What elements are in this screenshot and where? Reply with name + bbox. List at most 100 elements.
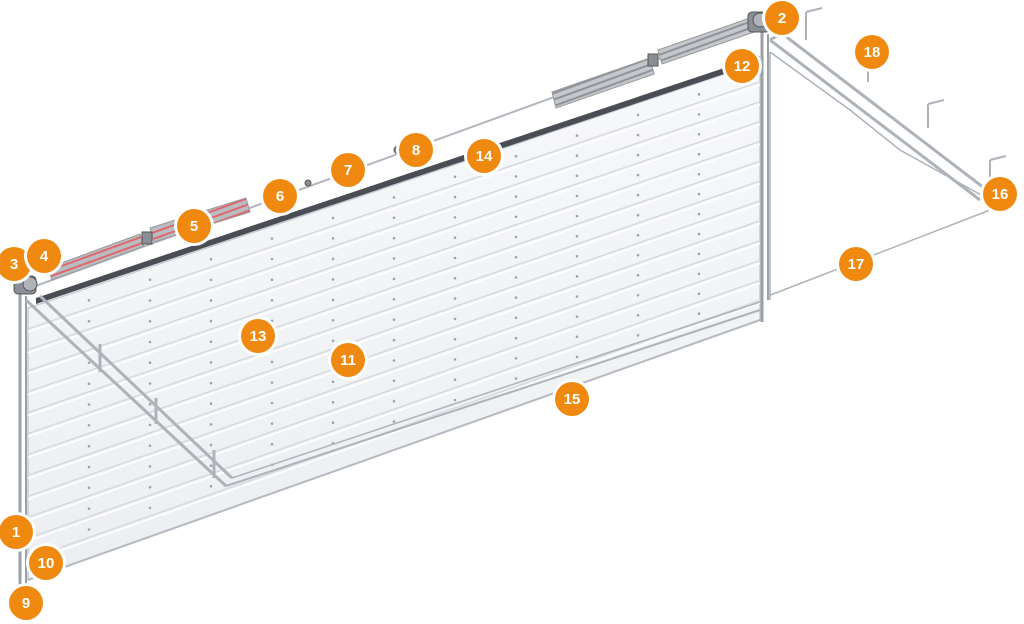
- rivet: [636, 273, 640, 277]
- bottom-seal: [27, 319, 761, 581]
- panel-rib: [27, 143, 761, 396]
- rivet: [209, 485, 213, 488]
- rivet: [636, 173, 640, 177]
- callout-7[interactable]: 7: [331, 153, 365, 187]
- rivet: [209, 319, 213, 323]
- rivet: [453, 297, 457, 300]
- callout-18[interactable]: 18: [855, 35, 889, 69]
- rivet: [575, 254, 579, 258]
- rivet: [514, 336, 518, 340]
- door-panel: [27, 60, 761, 582]
- callout-8[interactable]: 8: [399, 133, 433, 167]
- panel-rib: [27, 163, 761, 417]
- rivet: [331, 380, 335, 384]
- rivet: [209, 464, 213, 468]
- rivet: [331, 421, 335, 425]
- callout-11[interactable]: 11: [331, 343, 365, 377]
- rivet: [575, 174, 579, 178]
- rivet: [514, 175, 518, 178]
- callout-9[interactable]: 9: [9, 586, 43, 620]
- rivet: [697, 212, 701, 216]
- rivet: [87, 403, 91, 406]
- rivet: [87, 486, 91, 490]
- rivet: [575, 134, 579, 137]
- rivet: [392, 257, 396, 260]
- rivet: [575, 214, 579, 218]
- rivet: [87, 319, 91, 323]
- rivet: [392, 338, 396, 342]
- rivet: [453, 398, 457, 402]
- rivet: [575, 234, 579, 238]
- callout-17[interactable]: 17: [839, 247, 873, 281]
- rivet: [514, 255, 518, 259]
- callout-1[interactable]: 1: [0, 515, 33, 549]
- panel-rib: [27, 242, 761, 501]
- rivet: [148, 278, 152, 282]
- rivet: [270, 257, 274, 261]
- rivet: [209, 361, 213, 364]
- rivet: [392, 236, 396, 240]
- rivet: [270, 381, 274, 384]
- callout-2[interactable]: 2: [765, 1, 799, 35]
- rivet: [636, 133, 640, 137]
- rivet: [148, 485, 152, 489]
- rivet: [392, 318, 396, 322]
- panel-rib: [27, 282, 761, 542]
- rivet: [636, 314, 640, 317]
- rivet: [636, 334, 640, 337]
- rivet: [209, 299, 213, 302]
- rivet: [331, 216, 335, 220]
- callout-12[interactable]: 12: [725, 49, 759, 83]
- rivet: [636, 193, 640, 197]
- rivet: [331, 400, 335, 404]
- rivet: [453, 216, 457, 219]
- rivet: [575, 355, 579, 359]
- rivet: [697, 192, 701, 196]
- rivet: [270, 360, 274, 364]
- rivet: [453, 195, 457, 199]
- rivet: [392, 420, 396, 423]
- panel-rib: [27, 140, 761, 393]
- rivet: [148, 402, 152, 406]
- rivet: [209, 257, 213, 261]
- callout-10[interactable]: 10: [29, 546, 63, 580]
- callout-13[interactable]: 13: [241, 319, 275, 353]
- rivet: [87, 361, 91, 365]
- rivet: [87, 528, 91, 531]
- panel-rib: [27, 103, 761, 354]
- panel-rib: [27, 302, 761, 563]
- callout-14[interactable]: 14: [467, 139, 501, 173]
- callout-6[interactable]: 6: [263, 179, 297, 213]
- panel-rib: [27, 200, 761, 456]
- rivet: [87, 507, 91, 511]
- rivet: [209, 340, 213, 344]
- rivet: [331, 257, 335, 261]
- rivet: [270, 401, 274, 405]
- rivet: [87, 382, 91, 386]
- rivet: [697, 312, 701, 316]
- rivet: [331, 278, 335, 281]
- panel-rib: [27, 84, 761, 333]
- rivet: [87, 424, 91, 427]
- callout-4[interactable]: 4: [27, 239, 61, 273]
- rivet: [87, 465, 91, 469]
- rivet: [453, 317, 457, 321]
- rivet: [331, 319, 335, 322]
- rivet: [697, 93, 701, 96]
- rivet: [209, 423, 213, 426]
- rivet: [453, 358, 457, 361]
- callout-5[interactable]: 5: [177, 209, 211, 243]
- callout-15[interactable]: 15: [555, 382, 589, 416]
- rivet: [575, 275, 579, 278]
- rivet: [575, 194, 579, 198]
- rivet: [514, 154, 518, 158]
- rivet: [392, 399, 396, 403]
- rivet: [697, 133, 701, 136]
- rivet: [514, 215, 518, 219]
- callout-3[interactable]: 3: [0, 247, 31, 281]
- rivet: [697, 152, 701, 156]
- panel-rib: [27, 180, 761, 435]
- callout-16[interactable]: 16: [983, 177, 1017, 211]
- rivet: [453, 337, 457, 341]
